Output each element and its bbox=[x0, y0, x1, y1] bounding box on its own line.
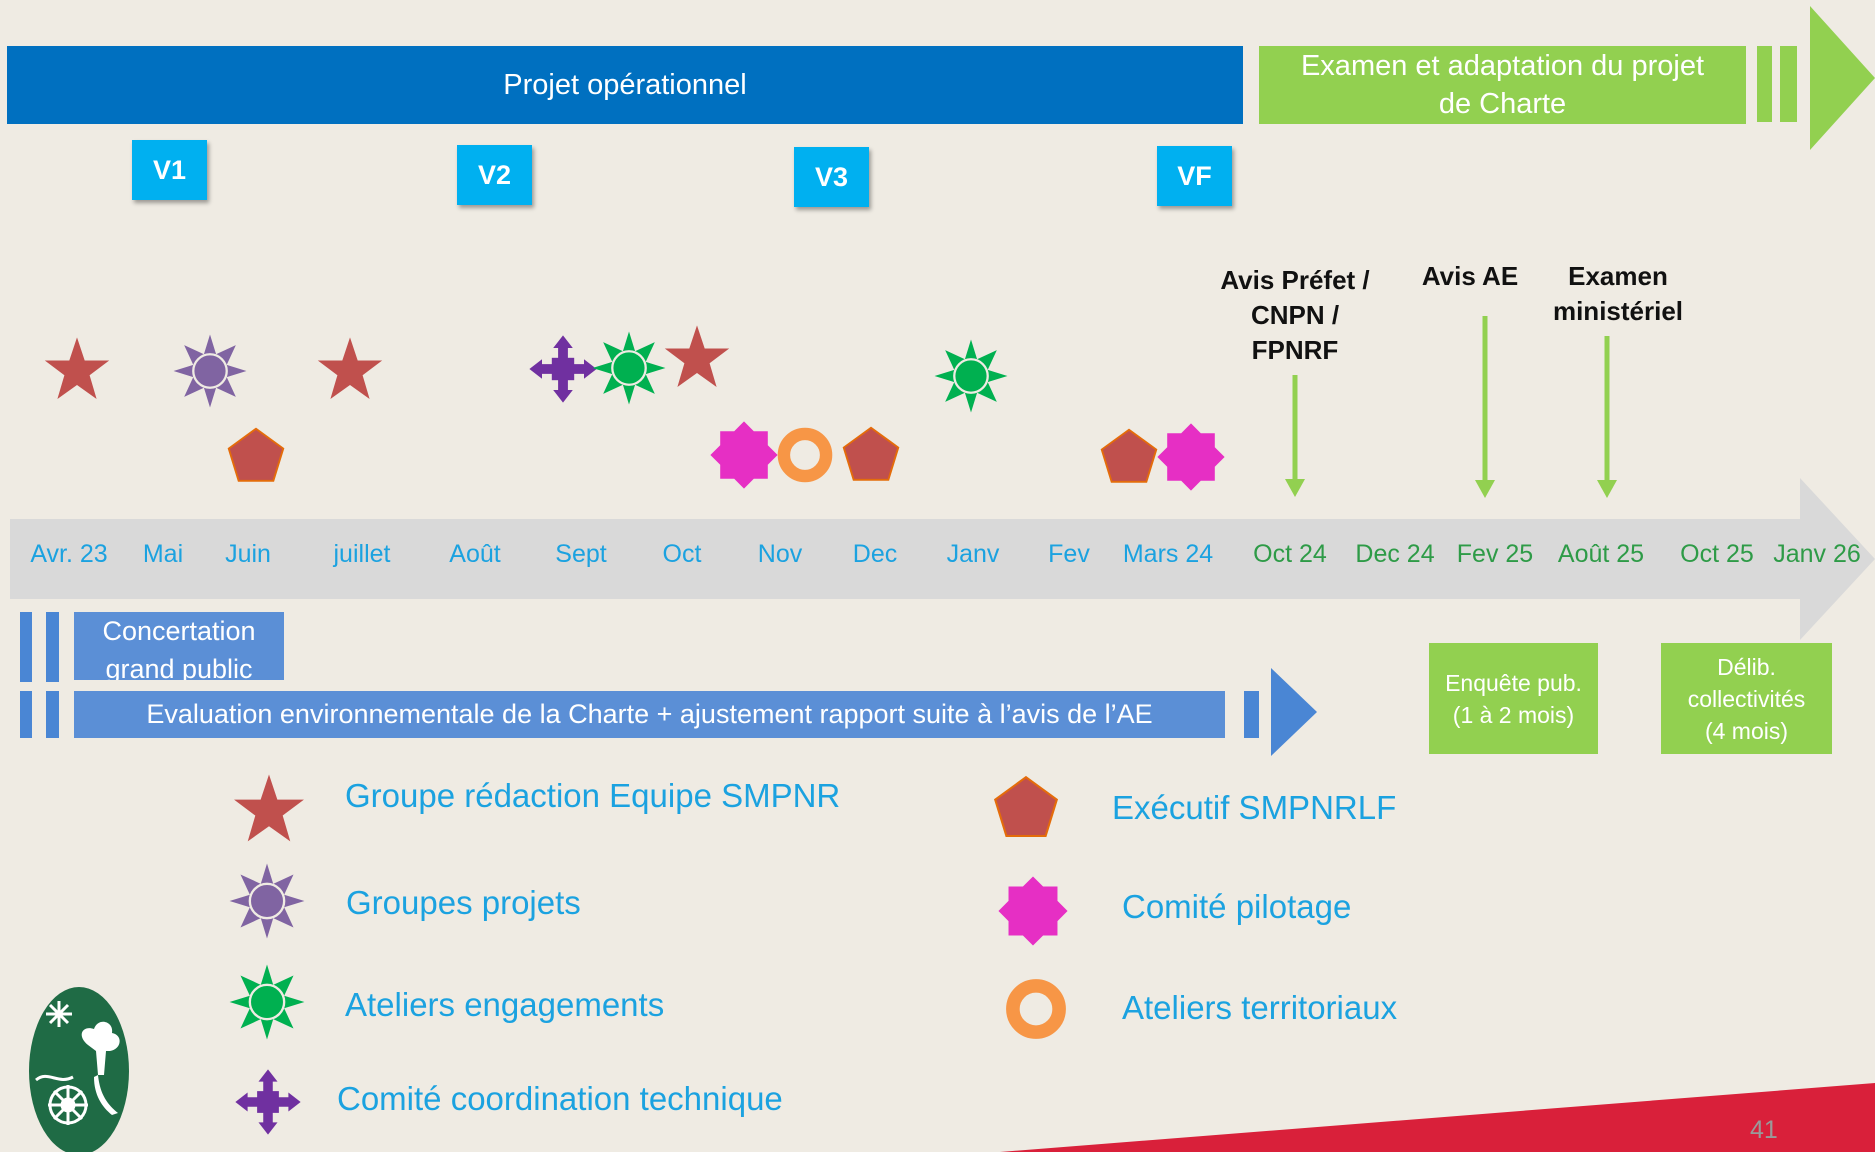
concertation-stripe bbox=[46, 612, 59, 682]
down-arrow-icon bbox=[1475, 316, 1495, 498]
month-label: Nov bbox=[757, 540, 803, 568]
timeline-arrow bbox=[10, 478, 1875, 640]
month-label: Mars 24 bbox=[1122, 540, 1214, 568]
page-number: 41 bbox=[1750, 1116, 1778, 1144]
sun-icon bbox=[228, 862, 306, 940]
month-label: Fev bbox=[1048, 540, 1090, 568]
legend-executif: Exécutif SMPNRLF bbox=[1112, 789, 1397, 826]
down-arrow-icon bbox=[1597, 336, 1617, 498]
month-label: Dec 24 bbox=[1355, 540, 1435, 568]
evaluation-label: Evaluation environnementale de la Charte… bbox=[146, 699, 1153, 729]
legend-groupes-projets: Groupes projets bbox=[346, 884, 581, 921]
month-label: Mai bbox=[142, 540, 184, 568]
pentagon-icon bbox=[840, 424, 902, 486]
right-arrow-icon bbox=[1810, 6, 1875, 150]
enquete-label: Enquête pub. (1 à 2 mois) bbox=[1445, 669, 1582, 728]
ring-icon bbox=[1002, 975, 1070, 1043]
sun-icon bbox=[228, 963, 306, 1041]
month-label: Juin bbox=[225, 540, 271, 568]
star-icon bbox=[315, 336, 385, 406]
enquete-box: Enquête pub. (1 à 2 mois) bbox=[1429, 643, 1598, 754]
star-icon bbox=[662, 324, 732, 394]
milestone-avis-ae: Avis AE bbox=[1421, 261, 1519, 291]
milestone-examen: Examen ministériel bbox=[1552, 261, 1684, 326]
sun-icon bbox=[591, 330, 667, 406]
month-label: Fev 25 bbox=[1456, 540, 1534, 568]
examen-stripe bbox=[1780, 46, 1797, 122]
projet-operationnel-label: Projet opérationnel bbox=[503, 68, 747, 101]
month-label: juillet bbox=[333, 540, 391, 568]
star-icon bbox=[42, 336, 112, 406]
version-v2: V2 bbox=[457, 145, 532, 205]
milestone-avis-prefet: Avis Préfet / CNPN / FPNRF bbox=[1220, 265, 1370, 365]
month-label: Oct 24 bbox=[1253, 540, 1327, 568]
month-label: Oct 25 bbox=[1680, 540, 1754, 568]
projet-operationnel-band: Projet opérationnel bbox=[7, 46, 1243, 124]
pentagon-icon bbox=[991, 773, 1061, 843]
cross-arrows-icon bbox=[528, 334, 598, 404]
concertation-label: Concertation grand public bbox=[102, 616, 256, 680]
version-vf: VF bbox=[1157, 146, 1232, 206]
footer-wedge bbox=[1000, 1083, 1875, 1152]
delib-box: Délib. collectivités (4 mois) bbox=[1661, 643, 1832, 754]
evaluation-stripe bbox=[20, 691, 32, 738]
legend-ateliers-territoriaux: Ateliers territoriaux bbox=[1122, 989, 1398, 1026]
down-arrow-icon bbox=[1285, 375, 1305, 497]
month-label: Janv 26 bbox=[1773, 540, 1861, 568]
examen-stripe bbox=[1757, 46, 1772, 122]
delib-label: Délib. collectivités (4 mois) bbox=[1687, 653, 1806, 744]
legend-comite-pilotage: Comité pilotage bbox=[1122, 888, 1352, 925]
version-label: V2 bbox=[477, 159, 512, 190]
version-label: V1 bbox=[152, 154, 187, 185]
month-label: Août 25 bbox=[1557, 540, 1645, 568]
evaluation-stripe bbox=[1244, 691, 1259, 738]
park-logo bbox=[29, 987, 129, 1152]
burst-icon bbox=[997, 875, 1069, 947]
concertation-bar: Concertation grand public bbox=[74, 612, 284, 680]
legend-ateliers-engagements: Ateliers engagements bbox=[345, 986, 665, 1023]
version-label: VF bbox=[1177, 160, 1212, 191]
ring-icon bbox=[774, 424, 836, 486]
version-v3: V3 bbox=[794, 147, 869, 207]
month-label: Sept bbox=[555, 540, 607, 568]
legend-comite-coordination: Comité coordination technique bbox=[337, 1080, 783, 1117]
legend-groupe-redaction: Groupe rédaction Equipe SMPNR bbox=[345, 777, 841, 814]
month-label: Janv bbox=[946, 540, 1000, 568]
evaluation-stripe bbox=[46, 691, 59, 738]
examen-band: Examen et adaptation du projet de Charte bbox=[1259, 46, 1746, 124]
concertation-stripe bbox=[20, 612, 32, 682]
sun-icon bbox=[172, 333, 248, 409]
right-arrow-icon bbox=[1271, 668, 1317, 756]
examen-label: Examen et adaptation du projet de Charte bbox=[1300, 50, 1705, 120]
cross-arrows-icon bbox=[234, 1068, 302, 1136]
month-label: Dec bbox=[852, 540, 898, 568]
version-v1: V1 bbox=[132, 140, 207, 200]
star-icon bbox=[231, 773, 307, 849]
month-label: Août bbox=[449, 540, 501, 568]
version-label: V3 bbox=[814, 161, 849, 192]
month-label: Avr. 23 bbox=[30, 540, 108, 568]
evaluation-bar: Evaluation environnementale de la Charte… bbox=[74, 691, 1225, 738]
month-label: Oct bbox=[662, 540, 702, 568]
sun-icon bbox=[933, 338, 1009, 414]
